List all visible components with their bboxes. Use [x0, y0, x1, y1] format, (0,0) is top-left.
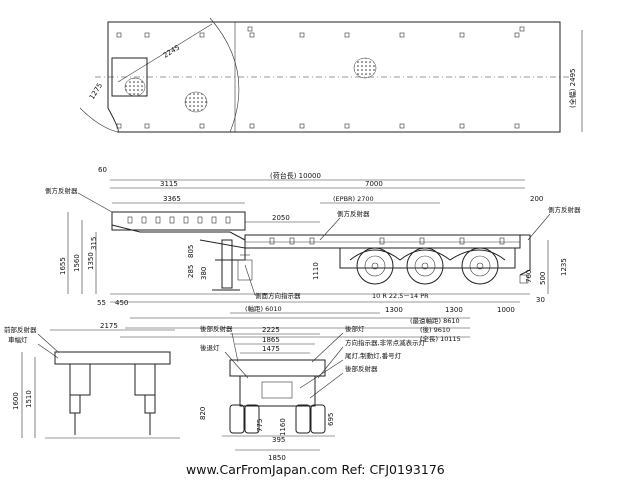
side-dim-r3: 760 — [525, 270, 533, 283]
plan-checker-plate-2 — [184, 91, 208, 113]
side-deck — [244, 234, 521, 249]
plan-radius-dim: 2245 — [162, 43, 181, 59]
rear-dim-e: 775 — [256, 419, 264, 432]
plan-tie-downs — [116, 26, 525, 129]
rear-dim-h: 695 — [327, 413, 335, 426]
rear-dim-d: 820 — [199, 407, 207, 420]
side-dim-r1: 1235 — [560, 258, 568, 276]
front-leader-2 — [37, 343, 59, 359]
side-dim-h3: 1350 — [87, 252, 95, 270]
side-dim-a: 3115 — [160, 180, 178, 188]
front-deck — [54, 351, 171, 365]
side-dim-front-gap: 60 — [98, 166, 107, 174]
side-dim-h4: 315 — [90, 237, 98, 250]
side-dim-6010: (軸距) 6010 — [245, 304, 282, 313]
rear-frame — [239, 375, 316, 407]
rear-dim-i: 1850 — [268, 454, 286, 462]
rear-label-6: 後部反射器 — [345, 364, 378, 373]
side-dim-10115: (全長) 10115 — [420, 334, 461, 343]
side-wheels — [349, 247, 506, 285]
side-gooseneck — [111, 211, 246, 231]
side-dim-f: 200 — [530, 195, 543, 203]
side-label-under: 側面方向指示器 — [255, 291, 301, 300]
side-dim-d: 2050 — [272, 214, 290, 222]
side-dim-h7: 380 — [200, 267, 208, 280]
side-label-reflector-2: 側方反射器 — [337, 209, 370, 218]
side-rear-bumper — [515, 234, 531, 276]
side-dim-c: 3365 — [163, 195, 181, 203]
side-dim-total: (荷台長) 10000 — [270, 171, 321, 180]
side-dim-e: (EPBR) 2700 — [333, 195, 374, 203]
rear-leader-5 — [299, 359, 344, 389]
rear-label-2: 後退灯 — [200, 343, 220, 352]
rear-label-3: 後部灯 — [345, 324, 365, 333]
rear-label-4: 方向指示器,非常点滅表示灯 — [345, 338, 426, 347]
plan-width-dim: (全幅) 2495 — [568, 68, 577, 108]
side-dim-r4: 30 — [536, 296, 545, 304]
plan-kingpin-plate — [111, 57, 148, 97]
rear-dim-b: 1865 — [262, 336, 280, 344]
side-gooseneck-holes — [127, 216, 505, 245]
side-label-reflector-1: 側方反射器 — [45, 186, 78, 195]
rear-dim-f: 1160 — [279, 418, 287, 436]
side-rear-light — [519, 274, 529, 284]
side-dim-r2: 500 — [539, 272, 547, 285]
rear-dim-c: 1475 — [262, 345, 280, 353]
side-dim-h5: 805 — [187, 245, 195, 258]
side-dim-55: 55 — [97, 299, 106, 307]
plan-swing-arc — [209, 17, 240, 133]
side-dim-1000: 1000 — [497, 306, 515, 314]
front-dim-w: 2175 — [100, 322, 118, 330]
side-dim-1300a: 1300 — [385, 306, 403, 314]
side-dim-h6: 285 — [187, 265, 195, 278]
rear-view: 2225 1865 1475 1850 820 775 1160 395 695… — [199, 324, 426, 462]
rear-leader-6 — [309, 372, 344, 399]
rear-leader-2 — [224, 351, 249, 379]
plan-front-dim: 1275 — [88, 82, 104, 101]
front-dim-h2: 1510 — [25, 390, 33, 408]
side-dim-9610: (後) 9610 — [420, 325, 450, 334]
side-dim-h1: 1655 — [59, 257, 67, 275]
side-dim-8610: (最遠軸距) 8610 — [410, 316, 460, 325]
side-label-reflector-3: 側方反射器 — [548, 205, 581, 214]
side-dim-h8: 1110 — [312, 262, 320, 280]
front-label-1: 前部反射器 — [4, 325, 37, 334]
side-leader-3 — [527, 213, 551, 241]
plan-outline — [107, 21, 561, 133]
plan-checker-plate-1 — [124, 77, 146, 97]
plan-view: (全幅) 2495 2245 1275 — [79, 17, 583, 133]
rear-dim-g: 395 — [272, 436, 285, 444]
rear-wheels — [229, 404, 326, 434]
front-legs-upper — [69, 364, 156, 396]
plan-checker-plate-3 — [353, 57, 377, 79]
front-dim-h1: 1600 — [12, 392, 20, 410]
side-landing-gear — [212, 239, 253, 291]
front-label-2: 車幅灯 — [8, 335, 28, 344]
watermark: www.CarFromJapan.com Ref: CFJ0193176 — [186, 462, 445, 477]
rear-leader-1 — [231, 332, 239, 363]
side-gooseneck-lower — [111, 224, 246, 241]
side-dim-1300b: 1300 — [445, 306, 463, 314]
rear-leader-4 — [317, 346, 344, 379]
front-foot-l — [69, 394, 81, 414]
front-leader-1 — [37, 333, 59, 353]
side-dim-h2: 1560 — [73, 254, 81, 272]
side-view: (荷台長) 10000 60 3115 7000 3365 2050 (EPBR… — [45, 166, 581, 343]
side-dim-b: 7000 — [365, 180, 383, 188]
side-leader-1 — [77, 192, 113, 213]
side-leader-2 — [319, 217, 341, 241]
rear-label-5: 尾灯,制動灯,番号灯 — [345, 351, 402, 360]
front-view: 2175 1600 1510 前部反射器 車幅灯 — [4, 322, 180, 439]
rear-plate — [261, 381, 293, 399]
front-foot-r — [144, 394, 156, 414]
side-dim-450: 450 — [115, 299, 128, 307]
plan-front-arc — [79, 107, 119, 133]
side-tire-spec: 10 R 22.5－14 PR — [372, 292, 429, 300]
side-leader-4 — [244, 264, 256, 296]
rear-leader-3 — [311, 332, 344, 363]
rear-dim-a: 2225 — [262, 326, 280, 334]
rear-label-1: 後部反射器 — [200, 324, 233, 333]
plan-radius-line — [117, 23, 213, 83]
